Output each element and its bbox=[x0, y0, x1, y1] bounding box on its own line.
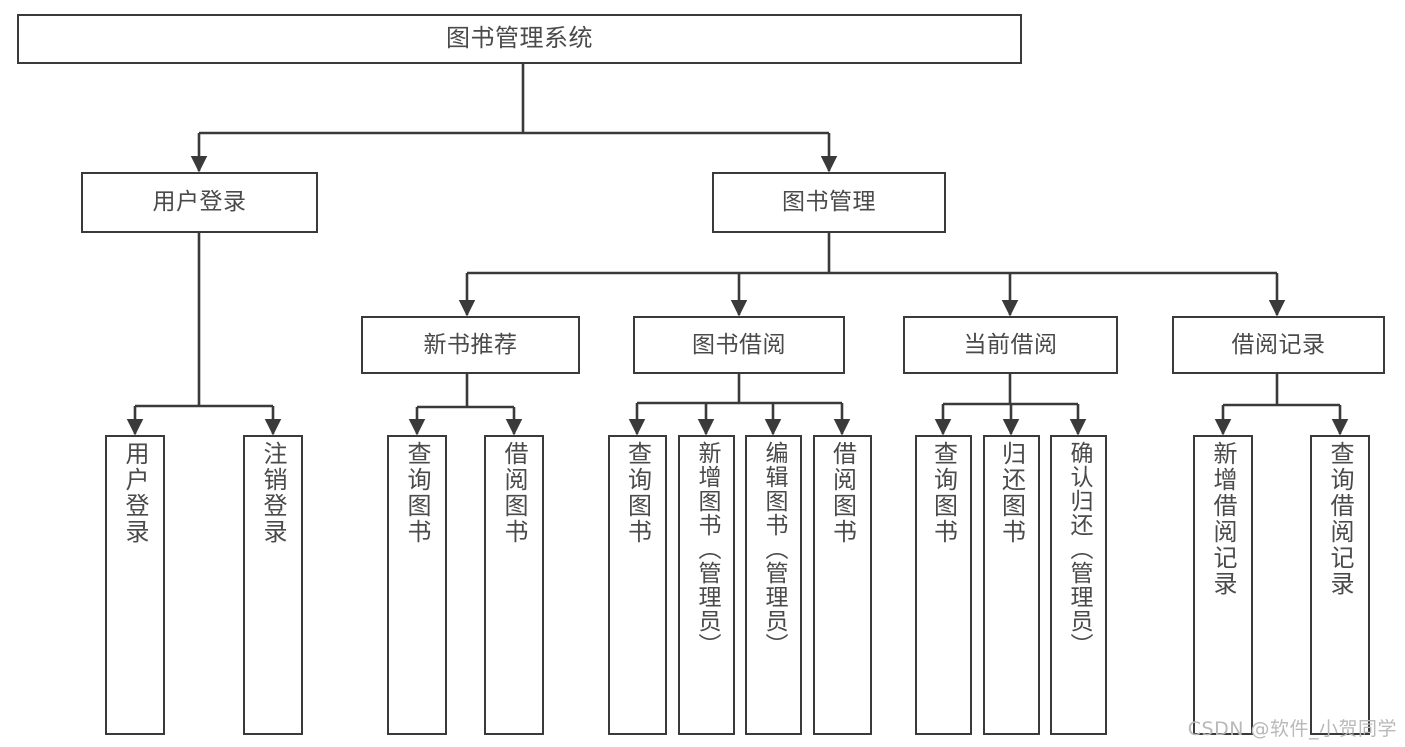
node-book-borrow-label: 图书借阅 bbox=[692, 331, 786, 358]
node-leaf-confirm-return-label: 确认归还（管理员） bbox=[1066, 441, 1092, 657]
node-leaf-query-record-label: 查询借阅记录 bbox=[1326, 441, 1354, 597]
node-user-login[interactable]: 用户登录 bbox=[81, 172, 318, 233]
watermark: CSDN @软件_小贺同学 bbox=[1187, 718, 1397, 740]
node-leaf-confirm-return[interactable]: 确认归还（管理员） bbox=[1050, 435, 1107, 735]
node-book-manage-label: 图书管理 bbox=[782, 189, 876, 216]
node-borrow-record[interactable]: 借阅记录 bbox=[1172, 316, 1385, 374]
node-current-borrow-label: 当前借阅 bbox=[963, 331, 1058, 358]
node-leaf-return-book-label: 归还图书 bbox=[997, 441, 1026, 545]
node-book-borrow[interactable]: 图书借阅 bbox=[633, 316, 845, 374]
node-leaf-query-book-2-label: 查询图书 bbox=[623, 441, 652, 545]
node-new-book-rec[interactable]: 新书推荐 bbox=[361, 316, 580, 374]
node-new-book-rec-label: 新书推荐 bbox=[423, 331, 518, 358]
node-leaf-borrow-book-1-label: 借阅图书 bbox=[500, 441, 528, 545]
node-leaf-query-record[interactable]: 查询借阅记录 bbox=[1310, 435, 1370, 735]
node-leaf-query-book-2[interactable]: 查询图书 bbox=[608, 435, 667, 735]
node-leaf-logout-label: 注销登录 bbox=[259, 441, 287, 545]
node-leaf-add-book-label: 新增图书（管理员） bbox=[694, 441, 720, 657]
node-leaf-edit-book-label: 编辑图书（管理员） bbox=[761, 441, 787, 657]
node-root[interactable]: 图书管理系统 bbox=[17, 14, 1022, 64]
node-leaf-borrow-book-2-label: 借阅图书 bbox=[828, 441, 857, 545]
node-leaf-user-login[interactable]: 用户登录 bbox=[105, 435, 165, 735]
node-leaf-query-book-1-label: 查询图书 bbox=[403, 441, 431, 545]
node-leaf-add-record-label: 新增借阅记录 bbox=[1209, 441, 1237, 597]
node-leaf-query-book-1[interactable]: 查询图书 bbox=[387, 435, 447, 735]
node-leaf-add-book[interactable]: 新增图书（管理员） bbox=[678, 435, 735, 735]
node-leaf-add-record[interactable]: 新增借阅记录 bbox=[1193, 435, 1253, 735]
node-borrow-record-label: 借阅记录 bbox=[1231, 331, 1326, 358]
node-leaf-borrow-book-2[interactable]: 借阅图书 bbox=[813, 435, 872, 735]
node-leaf-borrow-book-1[interactable]: 借阅图书 bbox=[484, 435, 544, 735]
node-leaf-query-book-3[interactable]: 查询图书 bbox=[915, 435, 972, 735]
node-user-login-label: 用户登录 bbox=[152, 189, 247, 216]
node-current-borrow[interactable]: 当前借阅 bbox=[903, 316, 1118, 374]
node-leaf-return-book[interactable]: 归还图书 bbox=[983, 435, 1040, 735]
node-leaf-edit-book[interactable]: 编辑图书（管理员） bbox=[745, 435, 802, 735]
node-leaf-logout[interactable]: 注销登录 bbox=[243, 435, 303, 735]
node-leaf-query-book-3-label: 查询图书 bbox=[929, 441, 958, 545]
node-book-manage[interactable]: 图书管理 bbox=[712, 172, 946, 233]
node-leaf-user-login-label: 用户登录 bbox=[121, 441, 149, 545]
node-root-label: 图书管理系统 bbox=[446, 24, 593, 53]
